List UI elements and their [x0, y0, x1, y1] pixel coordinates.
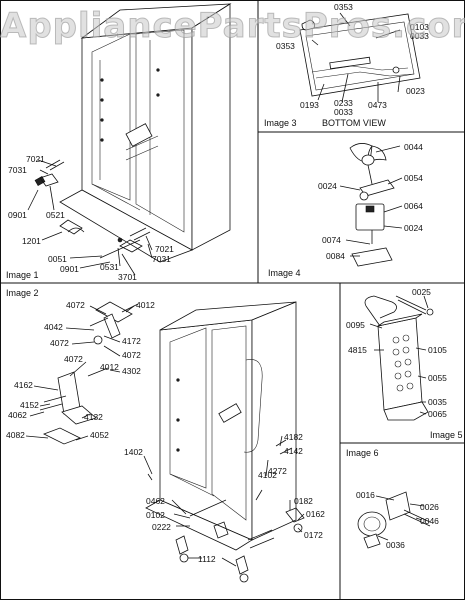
callout-0064: 0064	[404, 201, 423, 211]
callout-0051: 0051	[48, 254, 67, 264]
callout-0024: 0024	[318, 181, 337, 191]
callout-0901: 0901	[8, 210, 27, 220]
callout-3701: 3701	[118, 272, 137, 282]
callout-0033: 0033	[410, 31, 429, 41]
callout-0024-b: 0024	[404, 223, 423, 233]
callout-7031-b: 7031	[152, 254, 171, 264]
callout-0033-b: 0033	[334, 107, 353, 117]
callout-0473: 0473	[368, 100, 387, 110]
callout-0016: 0016	[356, 490, 375, 500]
callout-1201: 1201	[22, 236, 41, 246]
callout-4162: 4162	[14, 380, 33, 390]
callout-0035: 0035	[428, 397, 447, 407]
caption-image3: Image 3	[264, 118, 297, 128]
callout-4302: 4302	[122, 366, 141, 376]
caption-image2: Image 2	[6, 288, 39, 298]
callout-0102: 0102	[146, 510, 165, 520]
callout-4182: 4182	[284, 432, 303, 442]
callout-0055: 0055	[428, 373, 447, 383]
callout-0105: 0105	[428, 345, 447, 355]
image1-drawing	[27, 3, 232, 276]
callout-4142: 4142	[284, 446, 303, 456]
callout-0025: 0025	[412, 287, 431, 297]
callout-4172: 4172	[122, 336, 141, 346]
callout-0172: 0172	[304, 530, 323, 540]
image3-labels: 0353 0103 0033 0353 0193 0233 0033 0473 …	[264, 2, 429, 128]
image4-drawing	[339, 143, 403, 267]
callout-0036: 0036	[386, 540, 405, 550]
callout-4072-d: 4072	[64, 354, 83, 364]
callout-1112: 1112	[198, 554, 216, 564]
image2-labels: 4072 4012 4042 4072 4172 4072 4302 4072 …	[6, 288, 325, 564]
callout-0233: 0233	[334, 98, 353, 108]
callout-0054: 0054	[404, 173, 423, 183]
callout-0084: 0084	[326, 251, 345, 261]
image3-drawing	[299, 12, 421, 103]
callout-0095: 0095	[346, 320, 365, 330]
callout-0531: 0531	[100, 262, 119, 272]
caption-image5: Image 5	[430, 430, 463, 440]
callout-1402: 1402	[124, 447, 143, 457]
callout-4132: 4132	[84, 412, 103, 422]
caption-image1: Image 1	[6, 270, 39, 280]
callout-4062: 4062	[8, 410, 27, 420]
image4-labels: 0044 0024 0054 0064 0074 0024 0084 Image…	[268, 142, 423, 278]
caption-image4: Image 4	[268, 268, 301, 278]
callout-0046: 0046	[420, 516, 439, 526]
callout-4072-c: 4072	[122, 350, 141, 360]
image6-labels: 0016 0026 0046 0036 Image 6	[346, 448, 439, 550]
callout-0222: 0222	[152, 522, 171, 532]
callout-4072-b: 4072	[50, 338, 69, 348]
callout-4082: 4082	[6, 430, 25, 440]
callout-7021: 7021	[26, 154, 45, 164]
callout-0901-b: 0901	[60, 264, 79, 274]
callout-0182: 0182	[294, 496, 313, 506]
callout-0521: 0521	[46, 210, 65, 220]
callout-4012: 4012	[136, 300, 155, 310]
image1-labels: 7021 7031 0901 0521 1201 0051 0901 0531 …	[6, 154, 174, 282]
callout-4815: 4815	[348, 345, 367, 355]
caption-image6: Image 6	[346, 448, 379, 458]
callout-7031: 7031	[8, 165, 27, 175]
callout-0044: 0044	[404, 142, 423, 152]
callout-0026: 0026	[420, 502, 439, 512]
callout-4272: 4272	[268, 466, 287, 476]
image6-drawing	[357, 491, 431, 549]
callout-0162: 0162	[306, 509, 325, 519]
callout-7021-b: 7021	[155, 244, 174, 254]
callout-4102: 4102	[258, 470, 277, 480]
callout-0065: 0065	[428, 409, 447, 419]
image5-drawing	[364, 295, 434, 421]
callout-0074: 0074	[322, 235, 341, 245]
callout-0023: 0023	[406, 86, 425, 96]
callout-0193: 0193	[300, 100, 319, 110]
callout-4072: 4072	[66, 300, 85, 310]
callout-4012-b: 4012	[100, 362, 119, 372]
image2-drawing	[25, 301, 305, 583]
callout-4152: 4152	[20, 400, 39, 410]
callout-0103: 0103	[410, 22, 429, 32]
callout-0462: 0462	[146, 496, 165, 506]
callout-0353: 0353	[334, 2, 353, 12]
callout-4042: 4042	[44, 322, 63, 332]
image5-labels: 0025 0095 4815 0105 0055 0035 0065 Image…	[346, 287, 463, 440]
callout-4052: 4052	[90, 430, 109, 440]
callout-0353-b: 0353	[276, 41, 295, 51]
caption-bottom-view: BOTTOM VIEW	[322, 118, 386, 128]
